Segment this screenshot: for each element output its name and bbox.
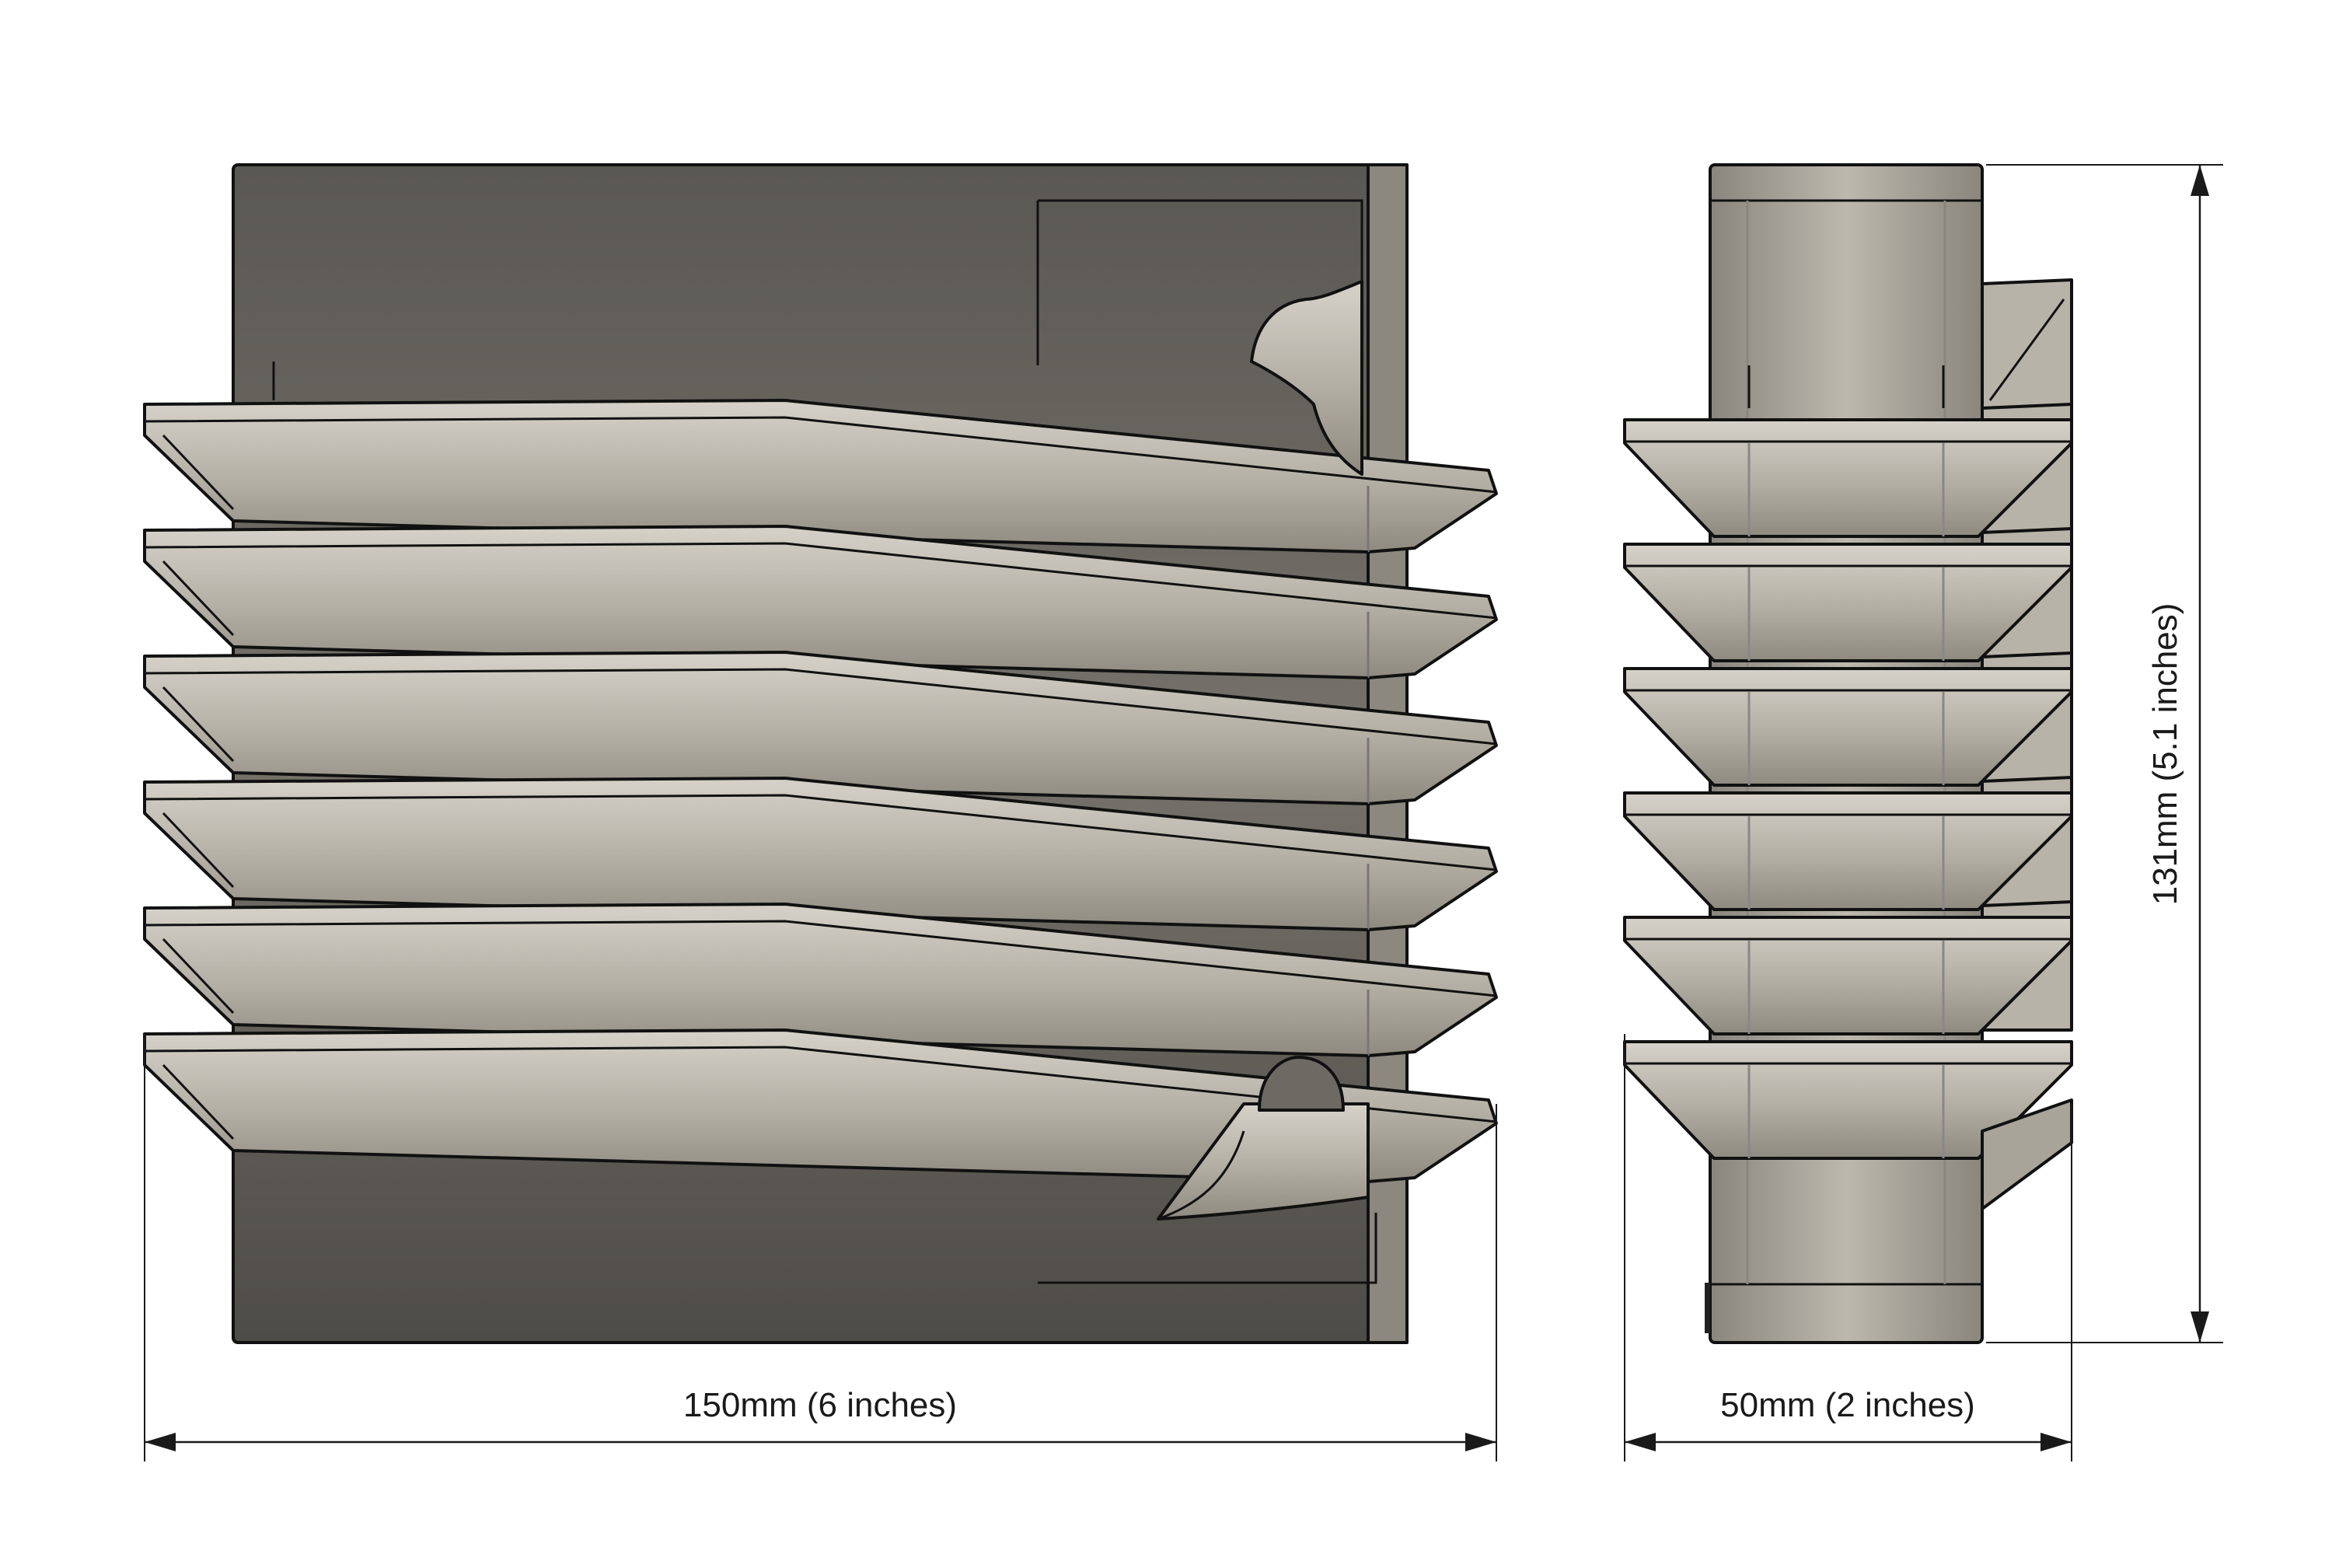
front-shelf-rim [144, 794, 1497, 871]
side-shelf-tray [1623, 543, 2073, 662]
front-shelf [143, 651, 1498, 805]
side-shelf-tray [1623, 791, 2073, 911]
front-shelf-rim [144, 416, 1497, 494]
dim-front-arrow-left [145, 1433, 176, 1451]
front-shelf-tray [143, 903, 1498, 1057]
side-shelf [1623, 791, 2073, 911]
side-foot-tab [1705, 1283, 1710, 1333]
side-shelf [1623, 667, 2073, 787]
front-shelf-left-bevel [162, 938, 235, 1014]
side-bracket [1981, 278, 2073, 410]
front-shelf-tray [143, 1028, 1498, 1183]
dim-height-arrow-top [2191, 165, 2209, 196]
front-bottom-box-outline [1038, 1213, 1377, 1284]
dim-front-arrow-right [1465, 1433, 1496, 1451]
front-shelf-left-bevel [162, 560, 235, 637]
side-view [1623, 163, 2073, 1344]
side-bracket-diagonal [1988, 299, 2065, 401]
dim-height-label: 131mm (5.1 inches) [2146, 603, 2184, 906]
front-top-chute [1250, 280, 1363, 476]
side-bracket-plate [1981, 278, 2073, 410]
front-shelf [143, 777, 1498, 931]
front-bottom-outlet [1157, 1102, 1370, 1221]
front-shelf-tray [143, 777, 1498, 931]
dim-height-arrow-bottom [2191, 1311, 2209, 1343]
side-shelf [1623, 418, 2073, 538]
front-shelf-left-bevel [162, 434, 235, 511]
front-shelf-rim [144, 668, 1497, 746]
side-shelf-tray [1623, 418, 2073, 538]
side-shelf [1623, 543, 2073, 662]
front-shelf-tray [143, 399, 1498, 554]
side-shelves [1623, 418, 2073, 1160]
front-view [143, 163, 1498, 1344]
front-shelves [143, 399, 1498, 1183]
front-shelf-left-bevel [162, 686, 235, 763]
front-shelf-tray [143, 651, 1498, 805]
front-shelf-rim [144, 542, 1497, 620]
front-knob [1258, 1056, 1345, 1112]
dim-front-label: 150mm (6 inches) [683, 1386, 957, 1424]
front-bottom-outlet-curve [1157, 1130, 1245, 1221]
front-shelf-bottom-edge [232, 1149, 1369, 1183]
side-shelf [1623, 916, 2073, 1035]
front-shelf-rim [144, 920, 1497, 997]
dimensions: 150mm (6 inches) 50mm (2 inches) 131mm (… [144, 164, 2223, 1461]
front-shelf [143, 1028, 1498, 1183]
front-shelf-left-bevel [162, 812, 235, 889]
front-shelf [143, 525, 1498, 679]
side-shelf-tray [1623, 667, 2073, 787]
dim-side-label: 50mm (2 inches) [1720, 1386, 1975, 1424]
dim-side-arrow-left [1625, 1433, 1656, 1451]
front-shelf-left-bevel [162, 1063, 235, 1140]
side-shelf-tray [1623, 916, 2073, 1035]
front-shelf [143, 399, 1498, 554]
dim-side-arrow-right [2040, 1433, 2072, 1451]
front-shelf-tray [143, 525, 1498, 679]
